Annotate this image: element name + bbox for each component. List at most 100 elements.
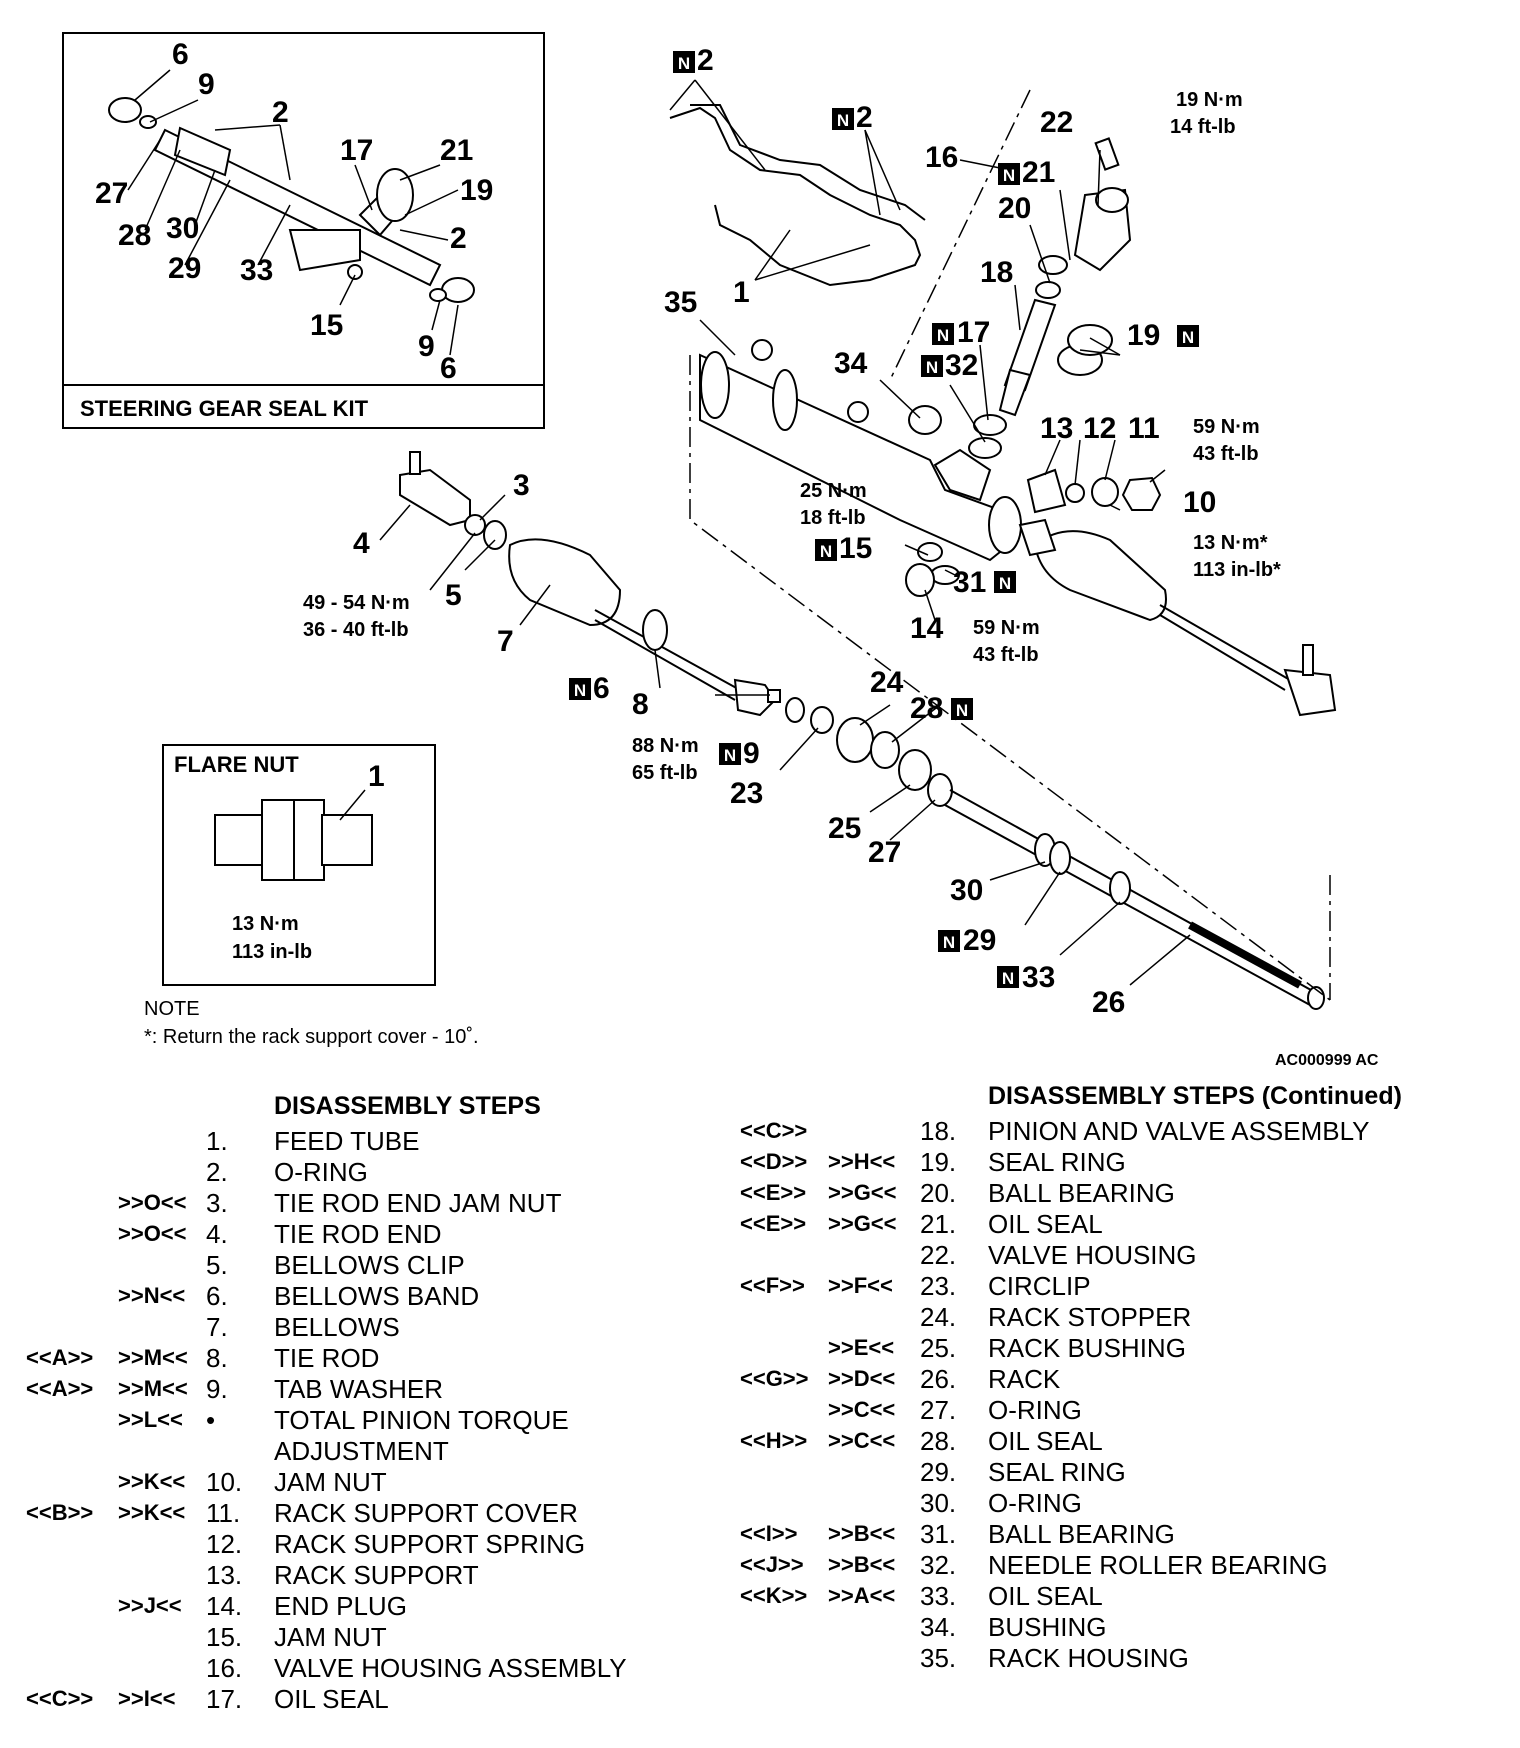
step-number: 16. <box>206 1653 243 1683</box>
step-disassembly-ref: <<H>> <box>740 1428 808 1453</box>
callout-n28: 28 <box>910 692 943 725</box>
step-row: <<A>>>>M<<8.TIE ROD <box>26 1343 706 1373</box>
step-name: VALVE HOUSING ASSEMBLY <box>274 1653 627 1683</box>
sk-callout-27: 27 <box>95 177 128 210</box>
step-name: O-RING <box>988 1395 1082 1425</box>
step-name: FEED TUBE <box>274 1126 420 1156</box>
step-reassembly-ref: >>D<< <box>828 1366 896 1391</box>
part-callouts: 2 2 16 22 21 20 1 35 18 17 19 34 32 13 1… <box>353 44 1216 1019</box>
step-row: 30.O-RING <box>740 1488 1510 1518</box>
callout-27: 27 <box>868 836 901 869</box>
exploded-view-diagram: N STEERING GEAR SEAL KIT 6 9 2 27 28 30 … <box>62 32 1337 1019</box>
step-reassembly-ref: >>A<< <box>828 1583 896 1608</box>
step-number: 15. <box>206 1622 243 1652</box>
flare-nut-inset: FLARE NUT 1 13 N·m 113 in-lb <box>162 744 436 986</box>
step-reassembly-ref: >>F<< <box>828 1273 893 1298</box>
step-row: >>J<<14.END PLUG <box>26 1591 706 1621</box>
step-name: BELLOWS CLIP <box>274 1250 465 1280</box>
callout-12: 12 <box>1083 412 1116 445</box>
step-reassembly-ref: >>O<< <box>118 1190 187 1215</box>
step-row: 13.RACK SUPPORT <box>26 1560 706 1590</box>
step-number: 17. <box>206 1684 243 1714</box>
sk-callout-9a: 9 <box>198 68 215 101</box>
callout-n21: 21 <box>1022 156 1055 189</box>
callout-23: 23 <box>730 777 763 810</box>
step-row: >>O<<4.TIE ROD END <box>26 1219 706 1249</box>
step-reassembly-ref: >>K<< <box>118 1469 186 1494</box>
step-number: 29. <box>920 1457 957 1487</box>
step-reassembly-ref: >>C<< <box>828 1397 896 1422</box>
sk-callout-15: 15 <box>310 309 343 342</box>
torque-9-nm: 88 N·m <box>632 735 699 757</box>
step-number: 4. <box>206 1219 228 1249</box>
step-row: <<I>>>>B<<31.BALL BEARING <box>740 1519 1510 1549</box>
step-row: 24.RACK STOPPER <box>740 1302 1510 1332</box>
step-reassembly-ref: >>B<< <box>828 1552 896 1577</box>
callout-n17: 17 <box>957 316 990 349</box>
torque-specs: 19 N·m 14 ft-lb 59 N·m 43 ft-lb 13 N·m* … <box>303 89 1281 784</box>
flare-nut-torque-nm: 13 N·m <box>232 913 299 935</box>
sk-callout-19: 19 <box>460 174 493 207</box>
step-name: TIE ROD <box>274 1343 380 1373</box>
callout-n29: 29 <box>963 924 996 957</box>
disassembly-steps-right: DISASSEMBLY STEPS (Continued) <<C>>18.PI… <box>740 1082 1510 1682</box>
step-reassembly-ref: >>H<< <box>828 1149 896 1174</box>
step-row: 1.FEED TUBE <box>26 1126 706 1156</box>
torque-14-nm: 59 N·m <box>973 617 1040 639</box>
note-text: *: Return the rack support cover - 10˚. <box>144 1026 479 1048</box>
callout-n6: 6 <box>593 672 610 705</box>
step-row: <<E>>>>G<<21.OIL SEAL <box>740 1209 1510 1239</box>
step-row: <<G>>>>D<<26.RACK <box>740 1364 1510 1394</box>
step-row: <<D>>>>H<<19.SEAL RING <box>740 1147 1510 1177</box>
step-row: 29.SEAL RING <box>740 1457 1510 1487</box>
callout-30: 30 <box>950 874 983 907</box>
steps-left-header: DISASSEMBLY STEPS <box>274 1092 541 1120</box>
step-number: 25. <box>920 1333 957 1363</box>
sk-callout-6a: 6 <box>172 38 189 71</box>
step-reassembly-ref: >>M<< <box>118 1376 188 1401</box>
step-number: 31. <box>920 1519 957 1549</box>
callout-22: 22 <box>1040 106 1073 139</box>
callout-8: 8 <box>632 688 649 721</box>
figure-id: AC000999 AC <box>1275 1052 1379 1069</box>
step-number: 28. <box>920 1426 957 1456</box>
step-disassembly-ref: <<F>> <box>740 1273 805 1298</box>
step-row: >>K<<10.JAM NUT <box>26 1467 706 1497</box>
step-reassembly-ref: >>B<< <box>828 1521 896 1546</box>
step-number: 35. <box>920 1643 957 1673</box>
step-reassembly-ref: >>L<< <box>118 1407 183 1432</box>
callout-35: 35 <box>664 286 697 319</box>
step-disassembly-ref: <<I>> <box>740 1521 798 1546</box>
step-disassembly-ref: <<J>> <box>740 1552 804 1577</box>
step-name: NEEDLE ROLLER BEARING <box>988 1550 1328 1580</box>
sk-callout-6b: 6 <box>440 352 457 385</box>
torque-14-ftlb: 43 ft-lb <box>973 644 1039 666</box>
step-name: ADJUSTMENT <box>274 1436 449 1466</box>
step-reassembly-ref: >>K<< <box>118 1500 186 1525</box>
step-number: 9. <box>206 1374 228 1404</box>
callout-3: 3 <box>513 469 530 502</box>
step-name: VALVE HOUSING <box>988 1240 1197 1270</box>
step-name: CIRCLIP <box>988 1271 1091 1301</box>
step-name: RACK SUPPORT COVER <box>274 1498 578 1528</box>
step-row: >>C<<27.O-RING <box>740 1395 1510 1425</box>
step-name: TAB WASHER <box>274 1374 444 1404</box>
steps-right-header: DISASSEMBLY STEPS (Continued) <box>988 1082 1402 1110</box>
step-name: JAM NUT <box>274 1622 387 1652</box>
step-reassembly-ref: >>N<< <box>118 1283 186 1308</box>
step-number: 3. <box>206 1188 228 1218</box>
step-number: 26. <box>920 1364 957 1394</box>
callout-n19: 19 <box>1127 319 1160 352</box>
callout-n2a: 2 <box>697 44 714 77</box>
callout-5: 5 <box>445 579 462 612</box>
torque-11-inlb: 113 in-lb* <box>1193 559 1281 581</box>
step-name: SEAL RING <box>988 1147 1126 1177</box>
step-row: <<B>>>>K<<11.RACK SUPPORT COVER <box>26 1498 706 1528</box>
step-row: 22.VALVE HOUSING <box>740 1240 1510 1270</box>
step-number: 6. <box>206 1281 228 1311</box>
torque-15-nm: 25 N·m <box>800 480 867 502</box>
callout-1: 1 <box>733 276 750 309</box>
torque-9-ftlb: 65 ft-lb <box>632 762 698 784</box>
sk-callout-29: 29 <box>168 252 201 285</box>
step-number: 11. <box>206 1498 241 1528</box>
